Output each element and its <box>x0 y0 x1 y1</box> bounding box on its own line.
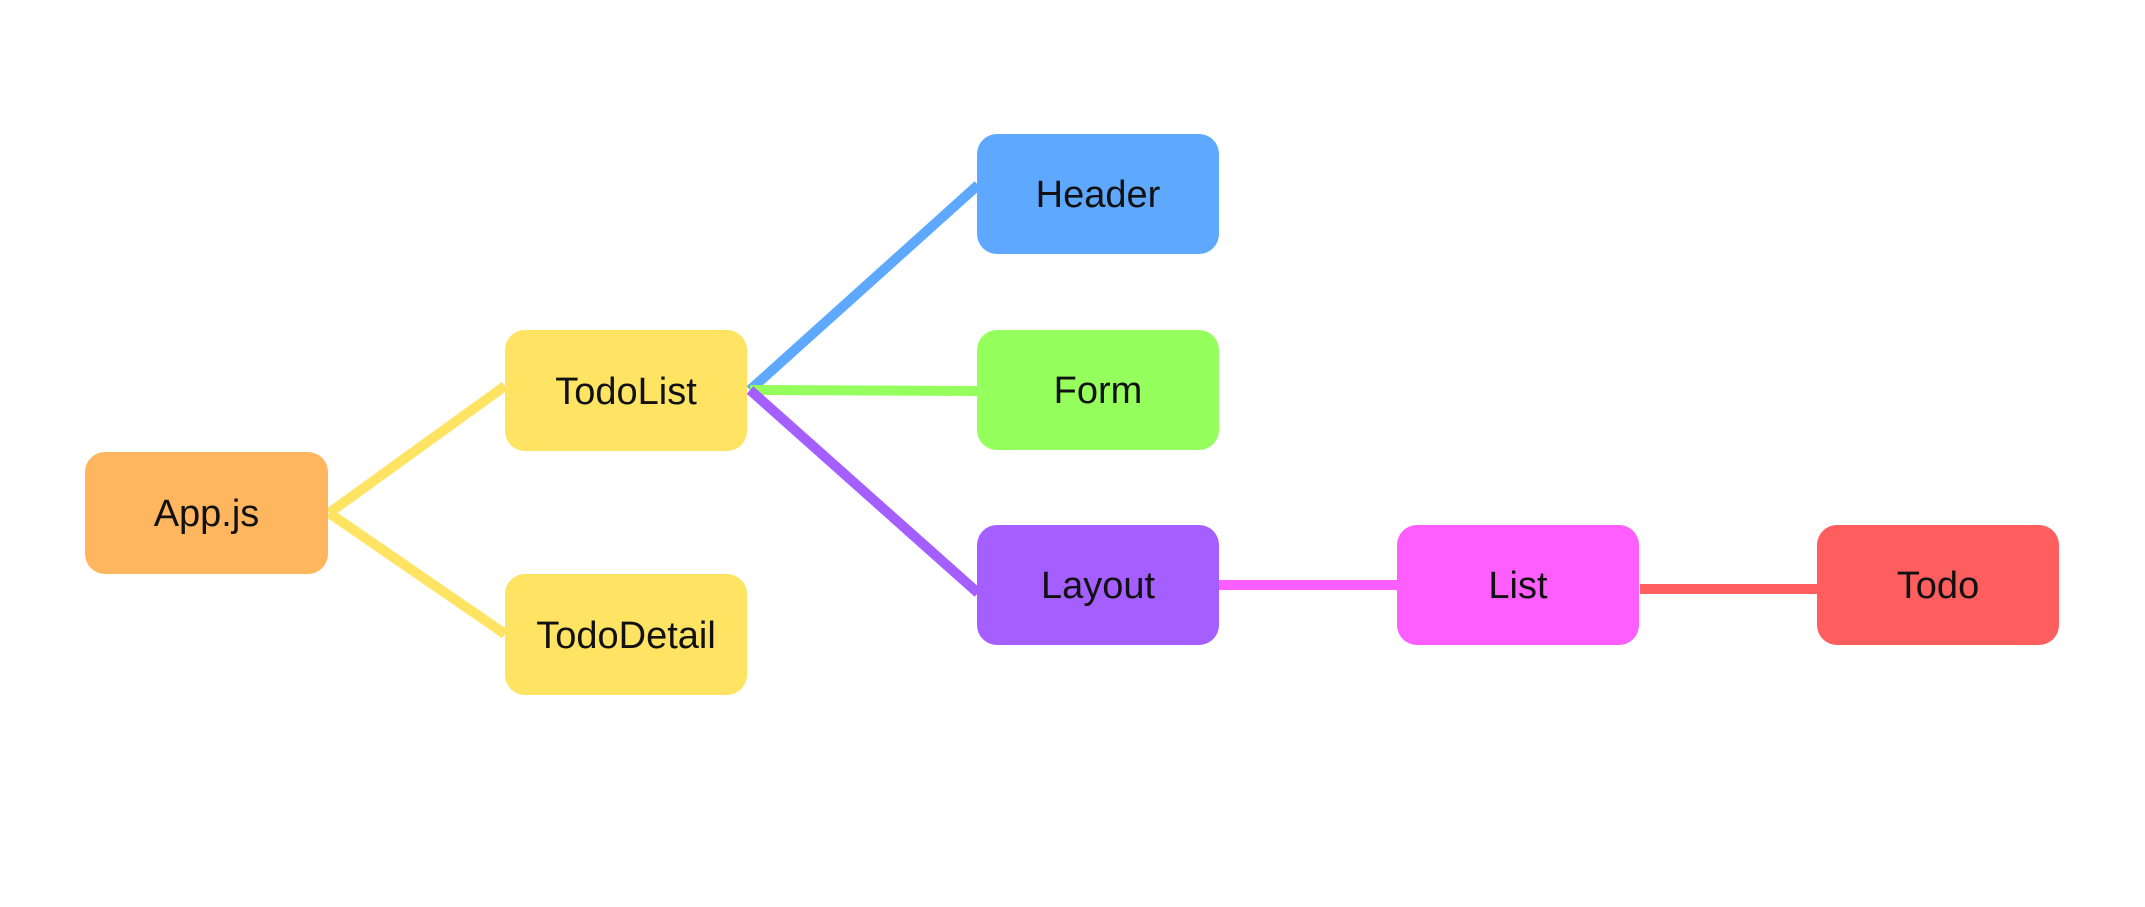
node-todo[interactable]: Todo <box>1817 525 2059 645</box>
node-list-label: List <box>1488 565 1548 607</box>
node-header[interactable]: Header <box>977 134 1219 254</box>
node-app-label: App.js <box>154 493 260 535</box>
node-layout[interactable]: Layout <box>977 525 1219 645</box>
node-app-box <box>85 452 328 574</box>
node-list-box <box>1397 525 1639 645</box>
node-header-label: Header <box>1036 174 1161 216</box>
node-header-box <box>977 134 1219 254</box>
node-form[interactable]: Form <box>977 330 1219 450</box>
node-form-label: Form <box>1054 370 1143 412</box>
node-tododetail-label: TodoDetail <box>536 615 716 657</box>
node-form-box <box>977 330 1219 450</box>
node-todolist[interactable]: TodoList <box>505 330 747 451</box>
diagram-edges <box>326 181 1818 639</box>
node-tododetail-box <box>505 574 747 695</box>
edge-app-tododetail <box>326 508 508 639</box>
edge-todolist-header <box>746 181 982 394</box>
edge-todolist-form <box>749 385 979 396</box>
node-todo-box <box>1817 525 2059 645</box>
node-todo-label: Todo <box>1897 565 1979 607</box>
node-layout-box <box>977 525 1219 645</box>
diagram-nodes: App.js TodoList TodoDetail Header Form L… <box>85 134 2059 695</box>
node-todolist-box <box>505 330 747 451</box>
node-tododetail[interactable]: TodoDetail <box>505 574 747 695</box>
edge-app-todolist <box>326 381 508 518</box>
node-app[interactable]: App.js <box>85 452 328 574</box>
node-todolist-label: TodoList <box>555 371 697 413</box>
node-layout-label: Layout <box>1041 565 1156 607</box>
edge-todolist-layout <box>746 386 982 597</box>
node-list[interactable]: List <box>1397 525 1639 645</box>
